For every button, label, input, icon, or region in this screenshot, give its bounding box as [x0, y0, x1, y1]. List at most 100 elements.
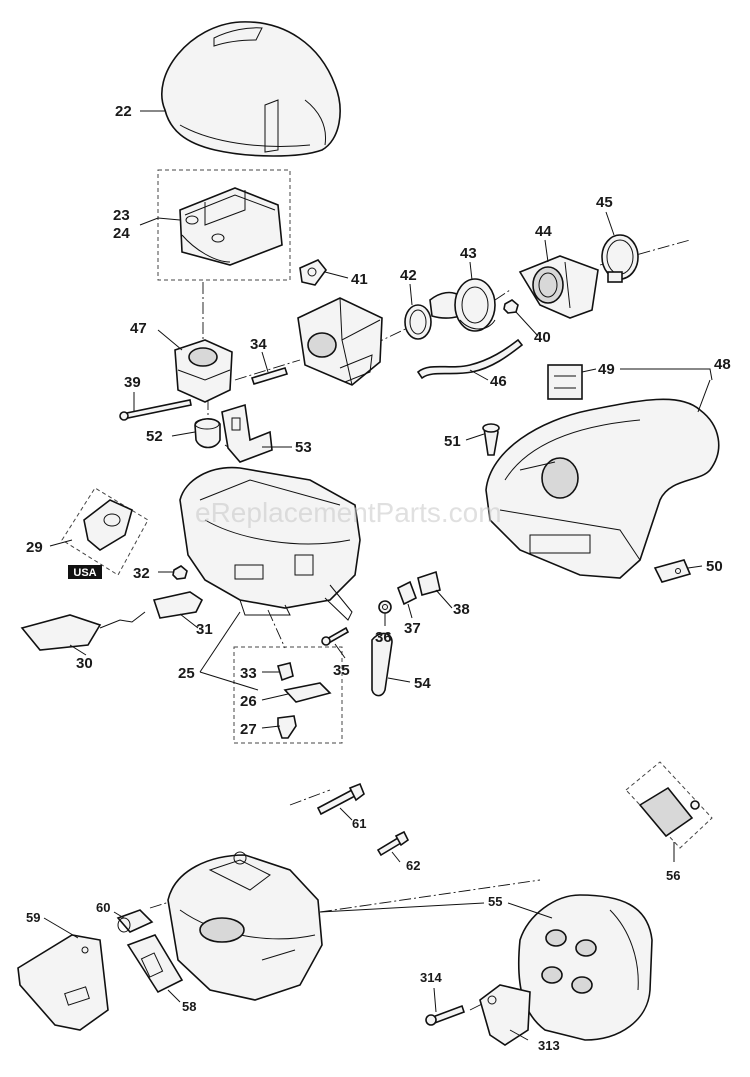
switch-part	[152, 591, 204, 619]
muffler-housing-part	[167, 851, 323, 1001]
screw-62-part	[376, 830, 410, 857]
clip-part	[396, 580, 418, 606]
callout-48: 48	[714, 356, 731, 373]
screw-61-part	[316, 782, 365, 816]
callout-30: 30	[76, 655, 93, 672]
screw-51-part	[482, 423, 500, 456]
gasket-ring-part	[404, 304, 432, 340]
usa-part	[83, 499, 133, 551]
leader-42	[409, 283, 413, 306]
leader-31	[179, 613, 199, 629]
callout-37: 37	[404, 620, 421, 637]
callout-34: 34	[250, 336, 267, 353]
axis-line	[289, 789, 331, 806]
top-cover-part	[161, 21, 341, 157]
callout-58: 58	[182, 999, 196, 1014]
callout-61: 61	[352, 816, 366, 831]
leader-34	[261, 351, 269, 373]
plate-26-part	[283, 682, 332, 703]
switch-wire-part	[20, 611, 146, 651]
leader-43	[469, 261, 473, 281]
leader-48b	[697, 379, 711, 413]
retainer-part	[417, 570, 441, 596]
watermark: eReplacementParts.com	[195, 497, 502, 528]
leader-38	[435, 589, 453, 609]
handle-piece-part	[371, 632, 393, 697]
leader-314	[433, 987, 437, 1013]
leader-25b	[199, 671, 259, 691]
leader-313	[509, 1029, 529, 1041]
callout-40: 40	[534, 329, 551, 346]
callout-51: 51	[444, 433, 461, 450]
leader-55b	[507, 902, 553, 919]
callout-35: 35	[333, 662, 350, 679]
leader-46	[469, 369, 489, 381]
leader-47	[157, 329, 183, 351]
callout-53: 53	[295, 439, 312, 456]
callout-26: 26	[240, 693, 257, 710]
callout-41: 41	[351, 271, 368, 288]
leader-27	[261, 725, 281, 729]
callout-52: 52	[146, 428, 163, 445]
callout-55: 55	[488, 894, 502, 909]
callout-46: 46	[490, 373, 507, 390]
callout-47: 47	[130, 320, 147, 337]
callout-38: 38	[453, 601, 470, 618]
leader-58	[167, 989, 181, 1003]
callout-42: 42	[400, 267, 417, 284]
usa-badge	[68, 565, 102, 579]
screw-314-part	[425, 1004, 466, 1026]
leader-25	[199, 611, 241, 673]
leader-55	[319, 902, 485, 913]
nut-part	[503, 299, 519, 314]
spacer-60-part	[116, 909, 154, 933]
leader-52	[171, 431, 196, 437]
bushing-33-part	[277, 662, 294, 682]
washer-part	[378, 600, 392, 614]
leader-23-24	[139, 217, 181, 226]
callout-59: 59	[26, 910, 40, 925]
heat-shield-59-part	[17, 934, 109, 1031]
callout-60: 60	[96, 900, 110, 915]
callout-27: 27	[240, 721, 257, 738]
intake-boot-part	[518, 255, 599, 319]
axis-line	[319, 879, 541, 913]
bracket-part	[221, 403, 273, 463]
leader-48	[620, 368, 713, 381]
group-box-23-24	[157, 169, 291, 281]
small-nut-part	[172, 565, 188, 580]
leader-62	[391, 851, 401, 863]
fuel-hose-part	[416, 338, 524, 380]
leader-59	[43, 917, 79, 939]
callout-23: 23	[113, 207, 130, 224]
callout-31: 31	[196, 621, 213, 638]
leader-26	[261, 693, 289, 701]
leader-45	[605, 211, 615, 236]
leader-61	[339, 807, 353, 821]
callout-54: 54	[414, 675, 431, 692]
crankcase-housing-part	[179, 466, 361, 621]
leader-41	[324, 271, 349, 279]
group-box-26-27-33	[233, 646, 343, 744]
callout-29: 29	[26, 539, 43, 556]
callout-36: 36	[375, 629, 392, 646]
callout-62: 62	[406, 858, 420, 873]
callout-56: 56	[666, 868, 680, 883]
leader-49	[581, 368, 597, 373]
callout-22: 22	[115, 103, 132, 120]
muffler-55-part	[517, 894, 653, 1041]
callout-43: 43	[460, 245, 477, 262]
usa-badge-text: USA	[73, 567, 96, 579]
label-49-part	[547, 364, 583, 400]
leader-44	[544, 239, 549, 263]
leader-29	[49, 539, 73, 547]
screen-56-part	[638, 786, 700, 838]
pin-part	[250, 367, 289, 385]
leader-35	[334, 643, 346, 659]
carburetor-part	[297, 297, 383, 386]
fuel-fitting-part	[299, 259, 328, 286]
gasket-313-part	[479, 984, 531, 1046]
intake-adapter-part	[429, 278, 496, 332]
leader-50	[687, 565, 703, 569]
